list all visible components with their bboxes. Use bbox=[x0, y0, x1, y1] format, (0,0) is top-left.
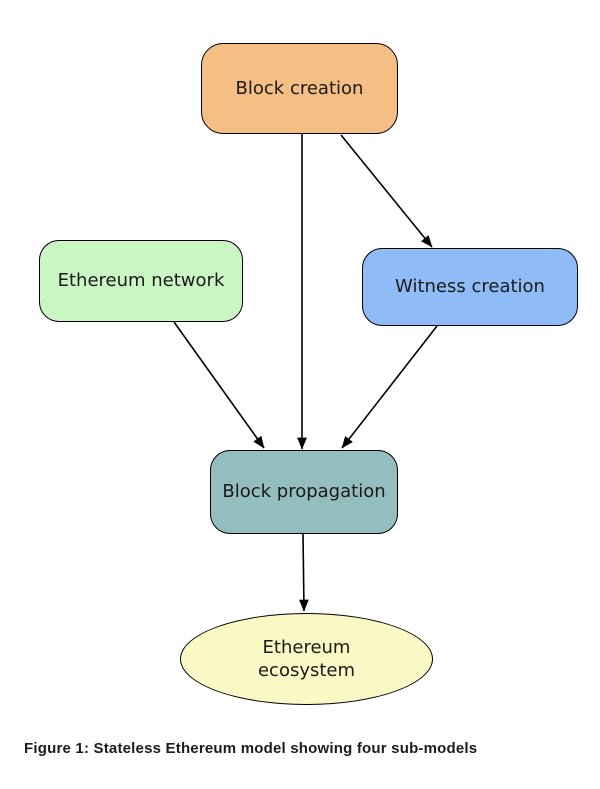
node-ethereum-network-label: Ethereum network bbox=[57, 270, 225, 292]
node-ethereum-network: Ethereum network bbox=[39, 240, 243, 322]
node-block-propagation-label: Block propagation bbox=[222, 481, 386, 503]
node-witness-creation-label: Witness creation bbox=[395, 276, 545, 298]
edge-ethereum-network-to-block-propagation bbox=[173, 321, 265, 449]
node-block-propagation: Block propagation bbox=[210, 450, 398, 534]
node-ethereum-ecosystem: Ethereum ecosystem bbox=[180, 613, 433, 705]
edge-block-creation-to-witness-creation bbox=[340, 134, 433, 248]
node-witness-creation: Witness creation bbox=[362, 248, 578, 326]
node-ethereum-ecosystem-label: Ethereum ecosystem bbox=[257, 636, 356, 681]
figure-caption: Figure 1: Stateless Ethereum model showi… bbox=[24, 740, 478, 757]
node-block-creation: Block creation bbox=[201, 43, 398, 134]
node-block-creation-label: Block creation bbox=[235, 77, 364, 99]
edge-block-propagation-to-ethereum-ecosystem bbox=[298, 533, 309, 612]
edge-witness-creation-to-block-propagation bbox=[341, 325, 438, 449]
